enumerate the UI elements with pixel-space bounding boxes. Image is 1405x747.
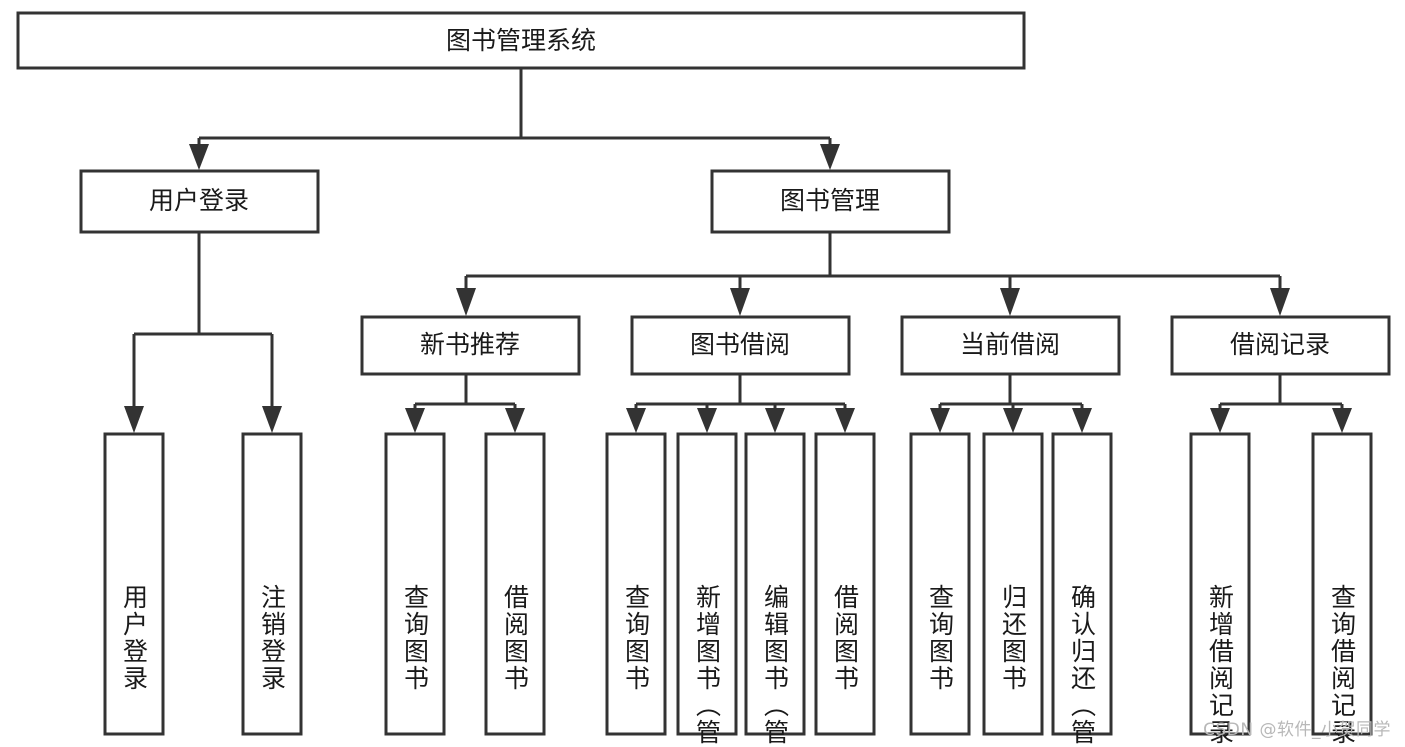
leaf-borrow-book-nbr-label: 借阅图书 [501, 584, 530, 692]
leaf-query-book-cb-label: 查询图书 [926, 584, 955, 692]
leaf-logout-box[interactable] [241, 432, 303, 736]
arrow-head-br-leaf-2 [1332, 408, 1352, 433]
arrow-head-br-leaf-1 [1210, 408, 1230, 433]
arrow-head-cb-leaf-1 [930, 408, 950, 433]
arrow-head-cb-leaf-3 [1072, 408, 1092, 433]
node-leaf-confirm-return-admin[interactable]: 确认归还（管理员） [1051, 432, 1113, 747]
arrow-head-book-borrow [730, 288, 750, 316]
node-root-system[interactable]: 图书管理系统 [16, 11, 1026, 70]
leaf-confirm-return-admin-box[interactable] [1051, 432, 1113, 736]
node-leaf-query-book-nbr[interactable]: 查询图书 [384, 432, 446, 736]
arrow-head-new-book-rec [456, 288, 476, 316]
root-label: 图书管理系统 [446, 26, 596, 55]
leaf-query-borrow-record-label: 查询借阅记录 [1328, 584, 1357, 746]
leaf-query-book-nbr-box[interactable] [384, 432, 446, 736]
user-login-box[interactable] [79, 169, 320, 234]
node-leaf-query-book-cb[interactable]: 查询图书 [909, 432, 971, 736]
leaf-add-borrow-record-box[interactable] [1189, 432, 1251, 736]
csdn-watermark: CSDN @软件_小贺同学 [1203, 720, 1391, 740]
node-leaf-return-book[interactable]: 归还图书 [982, 432, 1044, 736]
arrow-head-bb-leaf-4 [835, 408, 855, 433]
current-borrow-label: 当前借阅 [960, 330, 1060, 359]
arrow-head-bb-leaf-3 [765, 408, 785, 433]
connector-layer [124, 68, 1352, 433]
node-leaf-edit-book-admin[interactable]: 编辑图书（管理员） [744, 432, 806, 747]
leaf-query-book-bb-label: 查询图书 [622, 584, 651, 692]
leaf-borrow-book-nbr-box[interactable] [484, 432, 546, 736]
leaf-confirm-return-admin-label: 确认归还（管理员） [1068, 584, 1097, 747]
arrow-head-cb-leaf-2 [1003, 408, 1023, 433]
arrow-head-book-mgmt [820, 144, 840, 170]
new-book-recommend-label: 新书推荐 [420, 330, 520, 359]
current-borrow-box[interactable] [900, 315, 1121, 376]
leaf-query-book-bb-box[interactable] [605, 432, 667, 736]
book-borrow-box[interactable] [630, 315, 851, 376]
node-leaf-logout[interactable]: 注销登录 [241, 432, 303, 736]
leaf-user-login-label: 用户登录 [120, 584, 149, 692]
node-leaf-borrow-book-nbr[interactable]: 借阅图书 [484, 432, 546, 736]
book-management-label: 图书管理 [780, 186, 880, 215]
leaf-return-book-box[interactable] [982, 432, 1044, 736]
node-leaf-add-book-admin[interactable]: 新增图书（管理员） [676, 432, 738, 747]
arrow-head-bb-leaf-2 [697, 408, 717, 433]
user-login-label: 用户登录 [149, 186, 249, 215]
leaf-edit-book-admin-label: 编辑图书（管理员） [761, 584, 790, 747]
node-leaf-add-borrow-record[interactable]: 新增借阅记录 [1189, 432, 1251, 746]
node-new-book-recommend[interactable]: 新书推荐 [360, 315, 581, 376]
leaf-add-book-admin-label: 新增图书（管理员） [693, 584, 722, 747]
leaf-query-book-cb-box[interactable] [909, 432, 971, 736]
arrow-head-nbr-leaf-2 [505, 408, 525, 433]
leaf-return-book-label: 归还图书 [999, 584, 1028, 692]
arrow-head-leaf-logout [262, 406, 282, 433]
node-book-borrow[interactable]: 图书借阅 [630, 315, 851, 376]
borrow-record-label: 借阅记录 [1230, 330, 1330, 359]
node-user-login[interactable]: 用户登录 [79, 169, 320, 234]
leaf-user-login-box[interactable] [103, 432, 165, 736]
leaf-logout-label: 注销登录 [258, 584, 287, 692]
book-management-box[interactable] [710, 169, 951, 234]
book-borrow-label: 图书借阅 [690, 330, 790, 359]
node-leaf-query-book-bb[interactable]: 查询图书 [605, 432, 667, 736]
leaf-edit-book-admin-box[interactable] [744, 432, 806, 736]
leaf-add-book-admin-box[interactable] [676, 432, 738, 736]
root-box[interactable] [16, 11, 1026, 70]
node-leaf-borrow-book-bb[interactable]: 借阅图书 [814, 432, 876, 736]
node-borrow-record[interactable]: 借阅记录 [1170, 315, 1391, 376]
leaf-borrow-book-bb-box[interactable] [814, 432, 876, 736]
leaf-query-book-nbr-label: 查询图书 [401, 584, 430, 692]
borrow-record-box[interactable] [1170, 315, 1391, 376]
arrow-head-current-borrow [1000, 288, 1020, 316]
node-book-management[interactable]: 图书管理 [710, 169, 951, 234]
leaf-borrow-book-bb-label: 借阅图书 [831, 584, 860, 692]
leaf-query-borrow-record-box[interactable] [1311, 432, 1373, 736]
new-book-recommend-box[interactable] [360, 315, 581, 376]
arrow-head-nbr-leaf-1 [405, 408, 425, 433]
arrow-head-user-login [189, 144, 209, 170]
node-current-borrow[interactable]: 当前借阅 [900, 315, 1121, 376]
node-leaf-user-login[interactable]: 用户登录 [103, 432, 165, 736]
arrow-head-borrow-record [1270, 288, 1290, 316]
leaf-add-borrow-record-label: 新增借阅记录 [1206, 584, 1235, 746]
node-leaf-query-borrow-record[interactable]: 查询借阅记录 [1311, 432, 1373, 746]
arrow-head-leaf-user-login [124, 406, 144, 433]
arrow-head-bb-leaf-1 [626, 408, 646, 433]
